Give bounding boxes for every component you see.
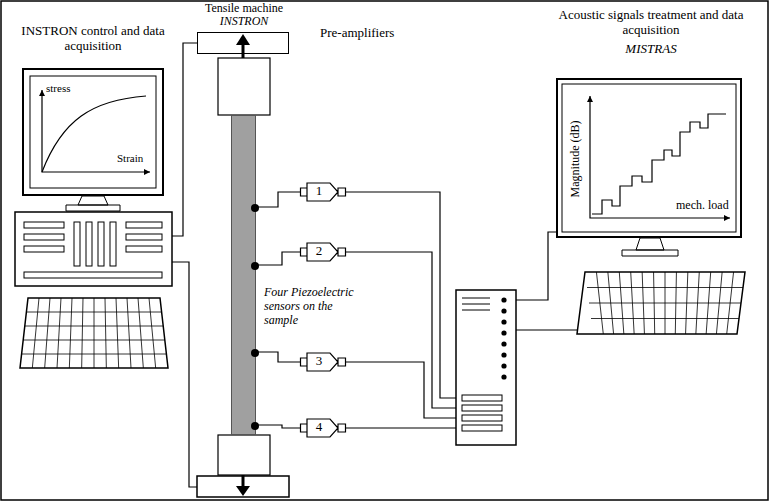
upper-crosshead: Tensile machineINSTRON <box>197 32 289 54</box>
keyboard-keys <box>587 272 743 334</box>
sensor-cable <box>256 352 300 362</box>
lower-crosshead <box>197 476 289 497</box>
tower-bays <box>24 222 162 278</box>
chart-axes <box>590 96 730 218</box>
sensor-cable <box>256 425 300 428</box>
group-label: Pre-amplifiers <box>320 26 394 41</box>
sensor-note: Four Piezoelectric sensors on the sample <box>264 286 364 327</box>
acquisition-unit <box>456 290 516 445</box>
tensile-sample: Four Piezoelectric sensors on the sample <box>231 115 256 435</box>
screen <box>30 76 156 188</box>
pre-amplifier: 3 <box>300 351 346 373</box>
amplifier-outline <box>300 417 346 439</box>
mistras-monitor: Acoustic signals treatment and data acqu… <box>556 78 742 238</box>
upper-grip <box>218 58 270 115</box>
keyboard <box>577 272 745 334</box>
axis-heads <box>39 90 150 175</box>
axis-label: mech. load <box>676 199 729 213</box>
axis-heads <box>587 96 730 221</box>
load-arrow-head <box>236 34 250 45</box>
keyboard-keys <box>22 298 167 368</box>
amplifier-number: 2 <box>309 244 329 259</box>
computer-tower <box>15 212 172 286</box>
amplifier-outline <box>300 351 346 373</box>
sensor-dot <box>251 349 259 357</box>
monitor-stand <box>66 196 120 211</box>
sensor-dot <box>251 422 259 430</box>
machine-model: INSTRON <box>184 15 304 29</box>
amplifier-number: 4 <box>309 420 329 435</box>
machine-name: Tensile machine <box>184 2 304 16</box>
rack-leds <box>501 297 506 379</box>
signal-wire <box>346 192 456 428</box>
amplifier-number: 1 <box>309 184 329 199</box>
pre-amplifier: 4 <box>300 417 346 439</box>
chart-axes <box>42 90 150 172</box>
keyboard <box>20 298 168 368</box>
sensor-dot <box>251 204 259 212</box>
rack-slots <box>462 298 490 310</box>
load-arrow-head <box>236 486 250 496</box>
software-name: MISTRAS <box>552 42 750 57</box>
load-arrow <box>242 475 245 487</box>
monitor-stand <box>622 238 678 256</box>
amplifier-outline <box>300 181 346 203</box>
amplifier-number: 3 <box>309 354 329 369</box>
sensor-cable <box>256 192 300 207</box>
control-wire <box>172 43 197 487</box>
axis-label: Strain <box>117 152 143 165</box>
pre-amplifier: 1 <box>300 181 346 203</box>
panel-heading: INSTRON control and data acquisition <box>14 24 172 54</box>
instron-monitor: INSTRON control and data acquisitionstre… <box>22 68 164 196</box>
amplifier-outline <box>300 241 346 263</box>
data-cable <box>516 232 578 330</box>
rack-ports <box>462 395 502 431</box>
sensor-dot <box>251 262 259 270</box>
axis-label: Magnitude (dB) <box>569 99 583 219</box>
pre-amplifier: 2 <box>300 241 346 263</box>
panel-heading: Acoustic signals treatment and data acqu… <box>552 8 750 38</box>
sensor-cable <box>256 252 300 265</box>
lower-grip <box>218 435 270 475</box>
axis-label: stress <box>46 82 70 95</box>
screen <box>562 84 736 232</box>
stress-strain-curve <box>42 96 146 172</box>
